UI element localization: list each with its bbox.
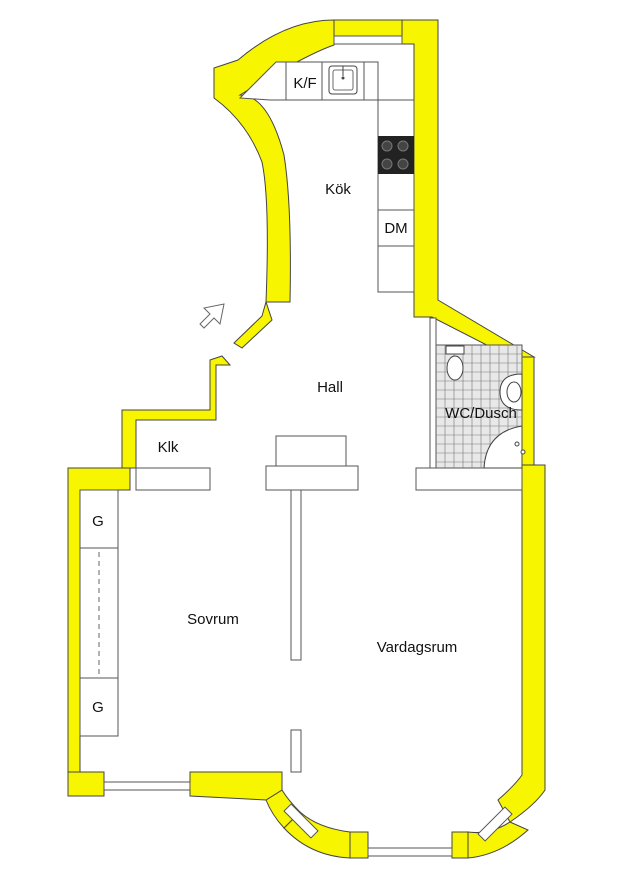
wall-bath-bottom (415, 467, 523, 491)
room-labels: Kök Hall WC/Dusch Klk Sovrum Vardagsrum (158, 181, 517, 656)
wall-bay-bottom-right (451, 831, 469, 859)
wall-bedroom-bottom-right (189, 771, 283, 801)
fixture-label-wardrobe-top: G (92, 513, 104, 530)
wall-hall-diagonal (233, 300, 273, 349)
room-label-bedroom: Sovrum (187, 611, 239, 628)
room-label-hall: Hall (317, 379, 343, 396)
hall-cabinet (275, 435, 347, 467)
room-label-bathroom: WC/Dusch (445, 405, 517, 422)
windows (103, 35, 513, 857)
entrance-arrow-icon (199, 303, 225, 329)
fixture-label-fridge-freezer: K/F (293, 75, 316, 92)
fridge-freezer-box (285, 61, 323, 101)
central-wall-bottom (290, 729, 302, 773)
wall-living-right (497, 464, 546, 823)
window-bay-right (477, 806, 513, 842)
fixture-labels: K/F DM G G (92, 75, 408, 716)
toilet-icon (445, 345, 465, 381)
window-kitchen (333, 35, 403, 45)
window-bedroom (103, 781, 191, 791)
window-bay-left (283, 803, 319, 839)
wall-bath-left (429, 317, 437, 469)
wardrobe-bottom (79, 677, 119, 737)
wall-bedroom-bottom (67, 771, 105, 797)
wall-closet (121, 355, 232, 469)
room-label-kitchen: Kök (325, 181, 351, 198)
kitchen-counter-right (377, 99, 415, 293)
wall-bay-bottom-left (349, 831, 369, 859)
window-bay-bottom (367, 847, 453, 857)
kitchen-sink-icon (328, 65, 358, 95)
central-wall-bedroom-living (290, 489, 302, 661)
stove-icon (378, 136, 414, 174)
room-label-closet: Klk (158, 439, 179, 456)
wall-kitchen-right (401, 19, 536, 358)
shower-icon (483, 425, 526, 469)
dishwasher-box (377, 209, 415, 247)
wardrobe-top (79, 489, 119, 549)
central-wall-top (265, 465, 359, 491)
wall-closet-bottom (135, 467, 211, 491)
wardrobe-middle (79, 547, 119, 679)
fixture-label-dishwasher: DM (384, 220, 407, 237)
room-label-living: Vardagsrum (377, 639, 458, 656)
fixture-label-wardrobe-bottom: G (92, 699, 104, 716)
wash-basin-icon (499, 373, 523, 411)
